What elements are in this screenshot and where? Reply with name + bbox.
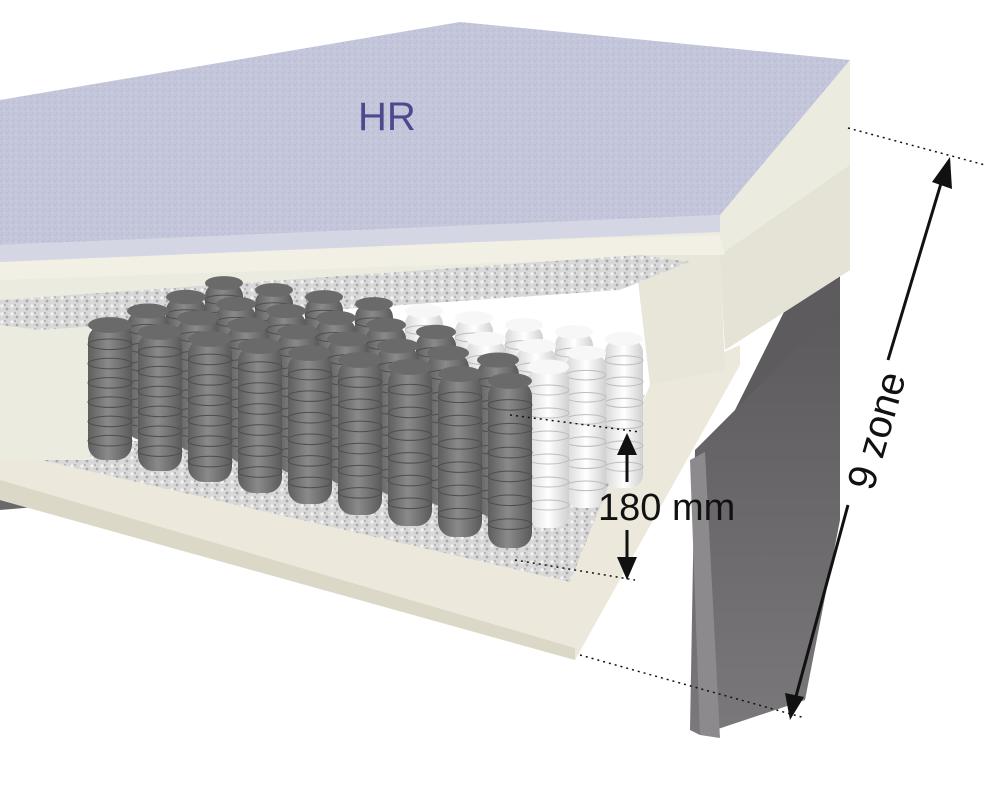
topper-label: HR xyxy=(358,95,416,139)
spring-coil xyxy=(137,324,183,471)
double-arrow-vertical-icon xyxy=(617,433,637,580)
pocket-springs xyxy=(87,276,644,548)
spring-coil xyxy=(387,359,433,526)
height-label: 180 mm xyxy=(598,487,735,529)
spring-coil xyxy=(287,345,333,504)
spring-coil xyxy=(187,331,233,482)
zone-label: 9 zone xyxy=(839,367,914,495)
spring-coil xyxy=(437,366,483,537)
guide-lines xyxy=(509,127,986,719)
spring-coil xyxy=(337,352,383,515)
spring-coil xyxy=(526,359,570,528)
spring-coil xyxy=(237,338,283,493)
double-arrow-diagonal-icon xyxy=(785,157,952,720)
spring-coil xyxy=(87,317,133,460)
spring-coil xyxy=(604,332,644,488)
spring-coil xyxy=(487,373,533,548)
hr-topper-layer: HR xyxy=(0,22,850,262)
